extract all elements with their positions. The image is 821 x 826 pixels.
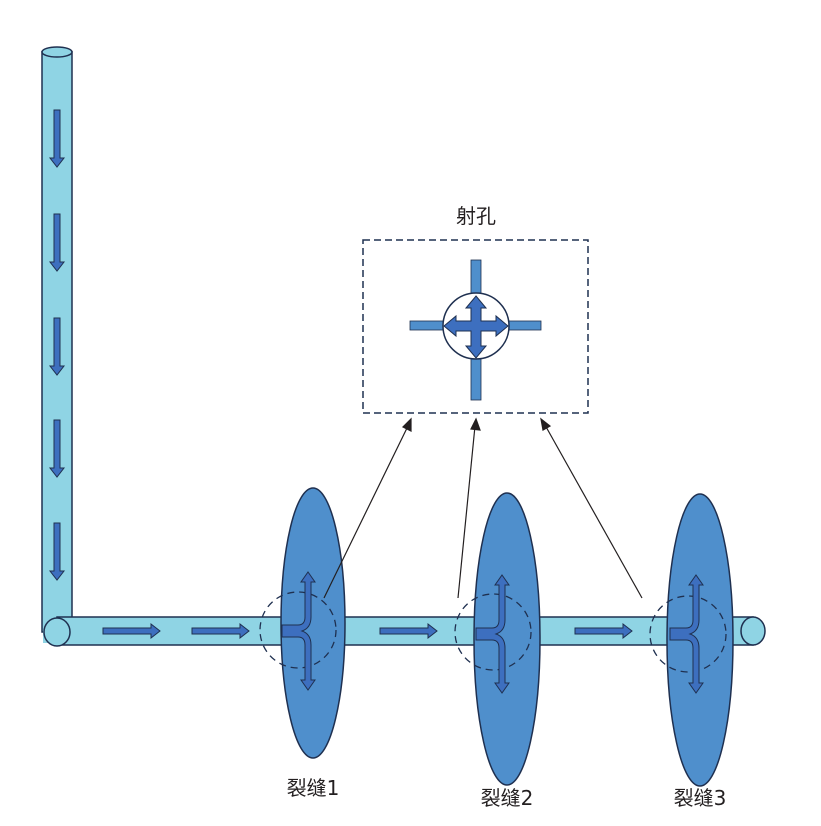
down-arrow-icon [48,317,66,376]
split-flow-arrow-icon [669,574,704,694]
perforation-detail [362,239,589,414]
split-flow-arrow-icon [281,571,316,691]
fracture-2 [454,492,541,786]
down-arrow-icon [48,419,66,478]
leader-lines [323,417,643,599]
arrowhead-icon [470,417,481,431]
fracture-label-3: 裂缝3 [674,786,727,810]
arrowhead-icon [401,417,412,432]
perforation-label: 射孔 [456,204,496,228]
fracture-label-2: 裂缝2 [481,786,534,810]
flow-down-arrows [48,109,66,581]
down-arrow-icon [48,109,66,168]
right-arrow-icon [191,622,250,640]
down-arrow-icon [48,213,66,272]
fracture-3 [649,493,734,787]
fracture-label-1: 裂缝1 [287,776,340,800]
four-way-arrow-icon [443,295,509,359]
fracture-1 [259,487,346,759]
flow-right-arrows [102,622,633,640]
split-flow-arrow-icon [475,574,510,694]
right-arrow-icon [574,622,633,640]
right-arrow-icon [102,622,161,640]
arrowhead-icon [540,417,552,431]
right-arrow-icon [379,622,438,640]
down-arrow-icon [48,522,66,581]
